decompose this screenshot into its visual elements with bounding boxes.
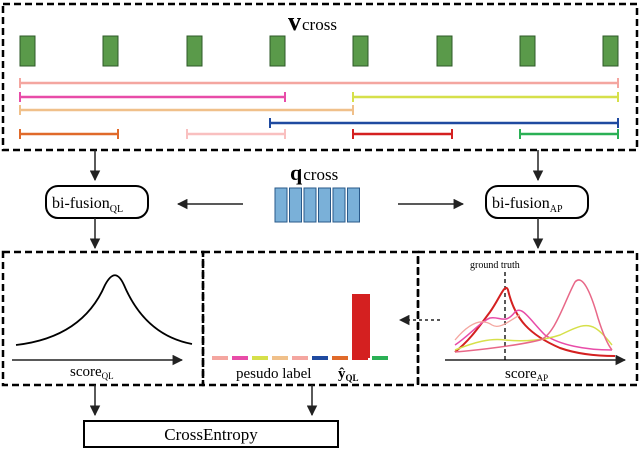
pseudo-label-text: pesudo label (236, 366, 311, 382)
clip-block-3 (186, 35, 203, 67)
clip-block-8 (602, 35, 619, 67)
clip-block-7 (519, 35, 536, 67)
query-bar-1 (274, 187, 288, 223)
clip-block-6 (436, 35, 453, 67)
pseudo-tick-3 (252, 356, 268, 360)
query-bar-3 (303, 187, 317, 223)
clip-block-2 (102, 35, 119, 67)
pseudo-tick-5 (292, 356, 308, 360)
query-bar-2 (289, 187, 302, 223)
panel-pseudo-label (201, 250, 420, 387)
clip-block-5 (352, 35, 369, 67)
pseudo-tick-4 (272, 356, 288, 360)
video-clip-blocks (19, 35, 619, 67)
clip-block-1 (19, 35, 36, 67)
bi-fusion-ql-box (45, 185, 149, 219)
proposal-segments (19, 78, 619, 139)
ap-curve-pink (454, 309, 613, 351)
pseudo-tick-2 (232, 356, 248, 360)
query-bar-4 (318, 187, 331, 223)
ap-axis-label: scoreAP (505, 366, 548, 383)
pseudo-tick-6 (312, 356, 328, 360)
yhat-ql-label: ŷQL (338, 366, 359, 383)
panel-ql-score (1, 250, 205, 387)
ap-curve-light (454, 314, 521, 341)
query-bar-6 (347, 187, 360, 223)
q-cross-label: qcross (290, 160, 338, 185)
bi-fusion-ap-box (485, 185, 589, 219)
video-feature-box (1, 2, 639, 152)
cross-entropy-label: CrossEntropy (164, 425, 258, 444)
query-bar-5 (332, 187, 346, 223)
clip-block-4 (269, 35, 286, 67)
query-feature-bars (274, 187, 360, 223)
pseudo-label-peak-bar (352, 294, 370, 358)
pseudo-tick-7 (332, 356, 348, 360)
bi-fusion-ap-label: bi-fusionAP (492, 195, 563, 215)
ap-curve-yellow (454, 324, 613, 351)
ql-axis-label: scoreQL (70, 364, 114, 381)
pseudo-tick-9 (372, 356, 388, 360)
v-cross-title: vcross (288, 7, 337, 36)
ground-truth-label: ground truth (470, 260, 520, 271)
bi-fusion-ql-label: bi-fusionQL (52, 195, 123, 215)
cross-entropy-box (83, 420, 339, 448)
ql-score-curve (15, 274, 193, 346)
pseudo-tick-1 (212, 356, 228, 360)
ap-curve-rose (454, 279, 613, 353)
